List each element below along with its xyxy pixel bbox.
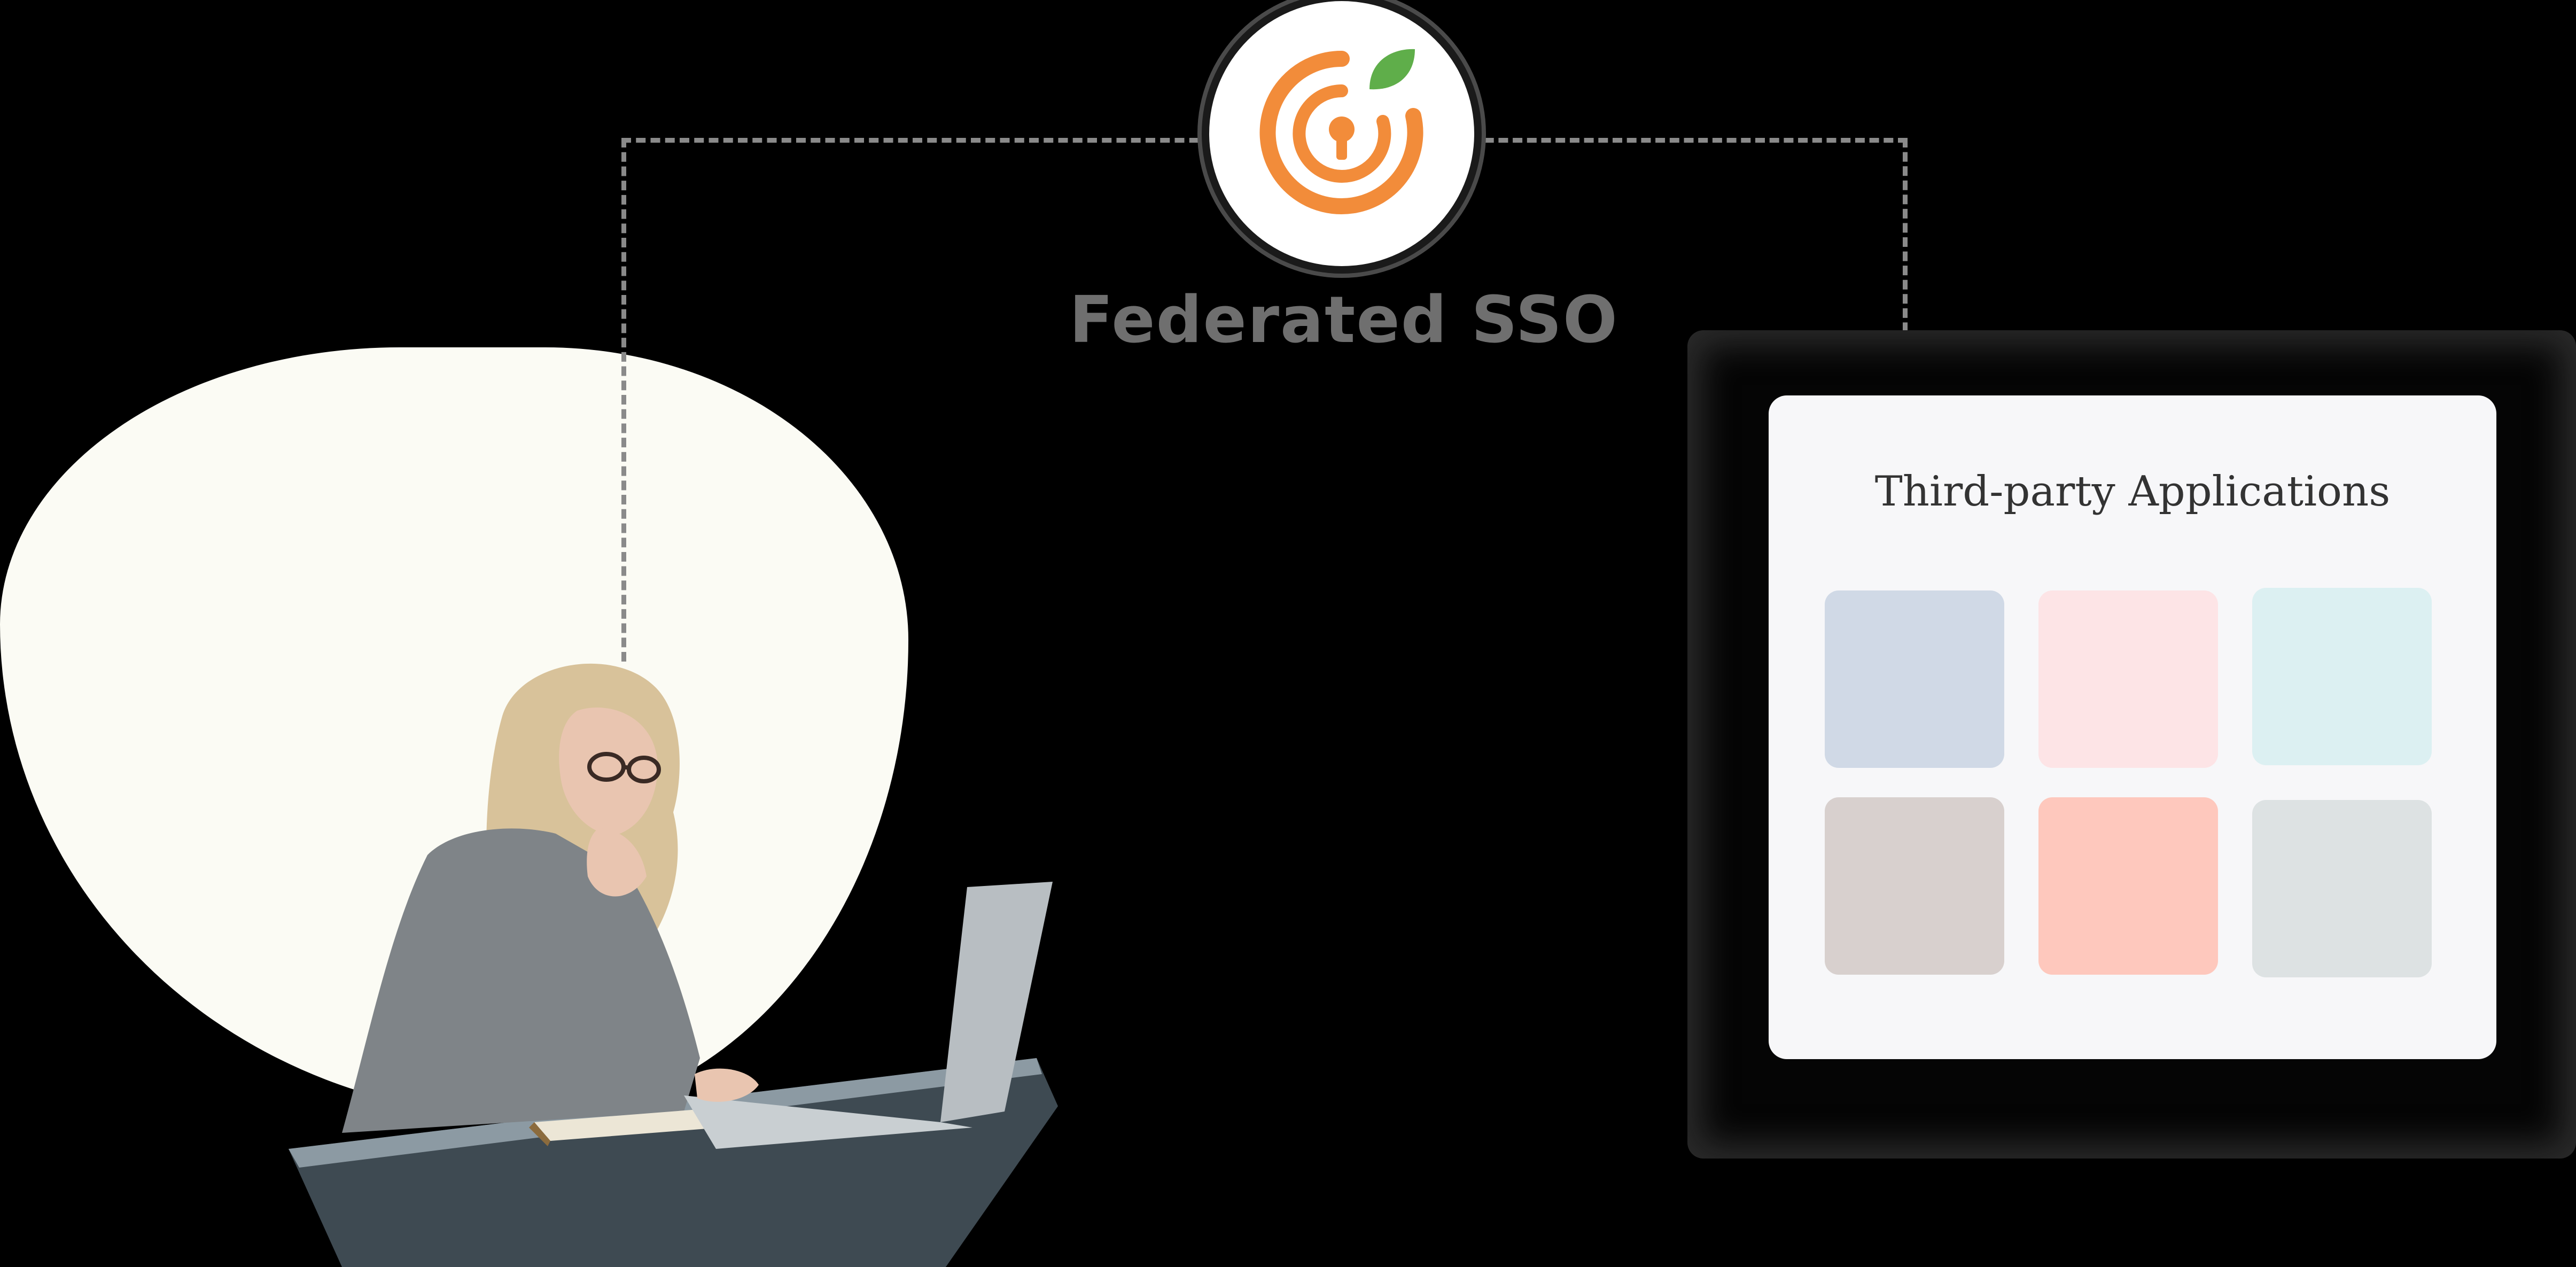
app-tile[interactable] bbox=[1825, 797, 2004, 975]
sso-label: Federated SSO bbox=[1069, 283, 1618, 357]
app-tile[interactable] bbox=[2038, 590, 2218, 768]
jacket bbox=[342, 828, 700, 1133]
typing-hand bbox=[695, 1068, 759, 1102]
glasses-icon bbox=[587, 752, 661, 783]
notebook bbox=[534, 1109, 721, 1141]
connector-line-apps-drop bbox=[1903, 138, 1908, 346]
sso-logo bbox=[1209, 1, 1474, 266]
connector-line-apps bbox=[1470, 138, 1908, 143]
app-tile[interactable] bbox=[2038, 797, 2218, 975]
user-illustration bbox=[278, 652, 1079, 1267]
laptop-base bbox=[684, 1095, 972, 1149]
app-tile[interactable] bbox=[2252, 588, 2432, 765]
app-tile[interactable] bbox=[1825, 590, 2004, 768]
hand bbox=[587, 828, 647, 897]
third-party-apps-panel: Third-party Applications bbox=[1769, 395, 2496, 1059]
face bbox=[559, 708, 658, 835]
desk bbox=[289, 1058, 1058, 1267]
connector-line-user-drop bbox=[621, 138, 626, 662]
apps-panel-title: Third-party Applications bbox=[1874, 468, 2391, 516]
notebook-cover bbox=[529, 1122, 550, 1146]
keyhole-shield-leaf-icon bbox=[1259, 49, 1423, 214]
laptop-lid bbox=[940, 882, 1053, 1122]
connector-line-user bbox=[621, 138, 1213, 143]
app-tile[interactable] bbox=[2252, 800, 2432, 977]
